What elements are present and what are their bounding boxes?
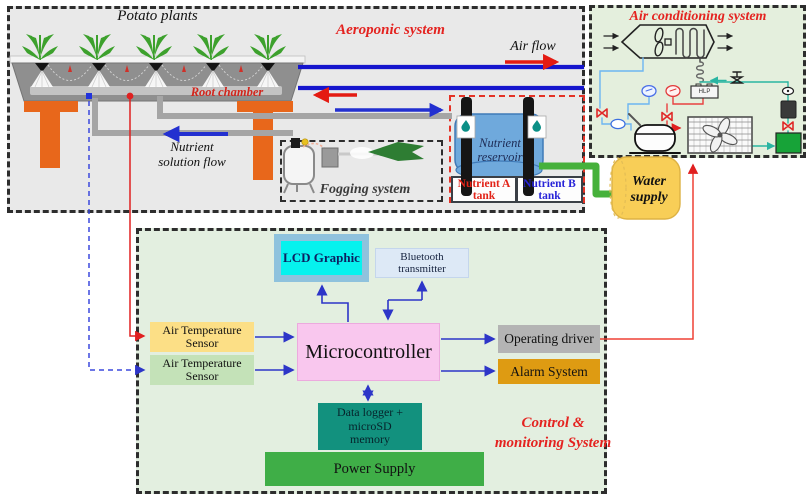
microcontroller-label: Microcontroller [305, 340, 432, 363]
root-chamber-label: Root chamber [190, 85, 264, 99]
nutrient-flow-label: Nutrient solution flow [158, 139, 226, 169]
air-conditioning-box [589, 5, 806, 158]
hlp-label: HLP [698, 89, 711, 95]
data-logger-box: Data logger + microSD memory [318, 403, 422, 450]
microcontroller-box: Microcontroller [297, 323, 440, 381]
air-flow-label: Air flow [510, 39, 556, 54]
reservoir-label: Nutrient reservoir [477, 136, 523, 164]
aeroponic-title: Aeroponic system [336, 22, 445, 38]
lcd-graphic-label: LCD Graphic [283, 249, 360, 265]
lcd-graphic-box: LCD Graphic [281, 241, 362, 275]
tank-a-label: Nutrient A tank [457, 178, 511, 202]
fogging-system-box [280, 140, 443, 202]
lcd-graphic-outer: LCD Graphic [274, 234, 369, 282]
bluetooth-transmitter-box: Bluetooth transmitter [375, 248, 469, 278]
control-title: Control & monitoring System [494, 415, 612, 451]
operating-driver-box: Operating driver [498, 325, 600, 353]
air-temp-sensor-1-box: Air Temperature Sensor [150, 322, 254, 352]
fogging-system-label: Fogging system [319, 182, 411, 197]
air-temp-sensor-2-box: Air Temperature Sensor [150, 355, 254, 385]
potato-plants-label: Potato plants [117, 8, 198, 24]
power-supply-box: Power Supply [265, 452, 484, 486]
alarm-system-box: Alarm System [498, 359, 600, 384]
tank-b-label: Nutrient B tank [523, 178, 576, 202]
water-supply-label: Water supply [630, 174, 668, 205]
ac-title: Air conditioning system [629, 9, 767, 24]
